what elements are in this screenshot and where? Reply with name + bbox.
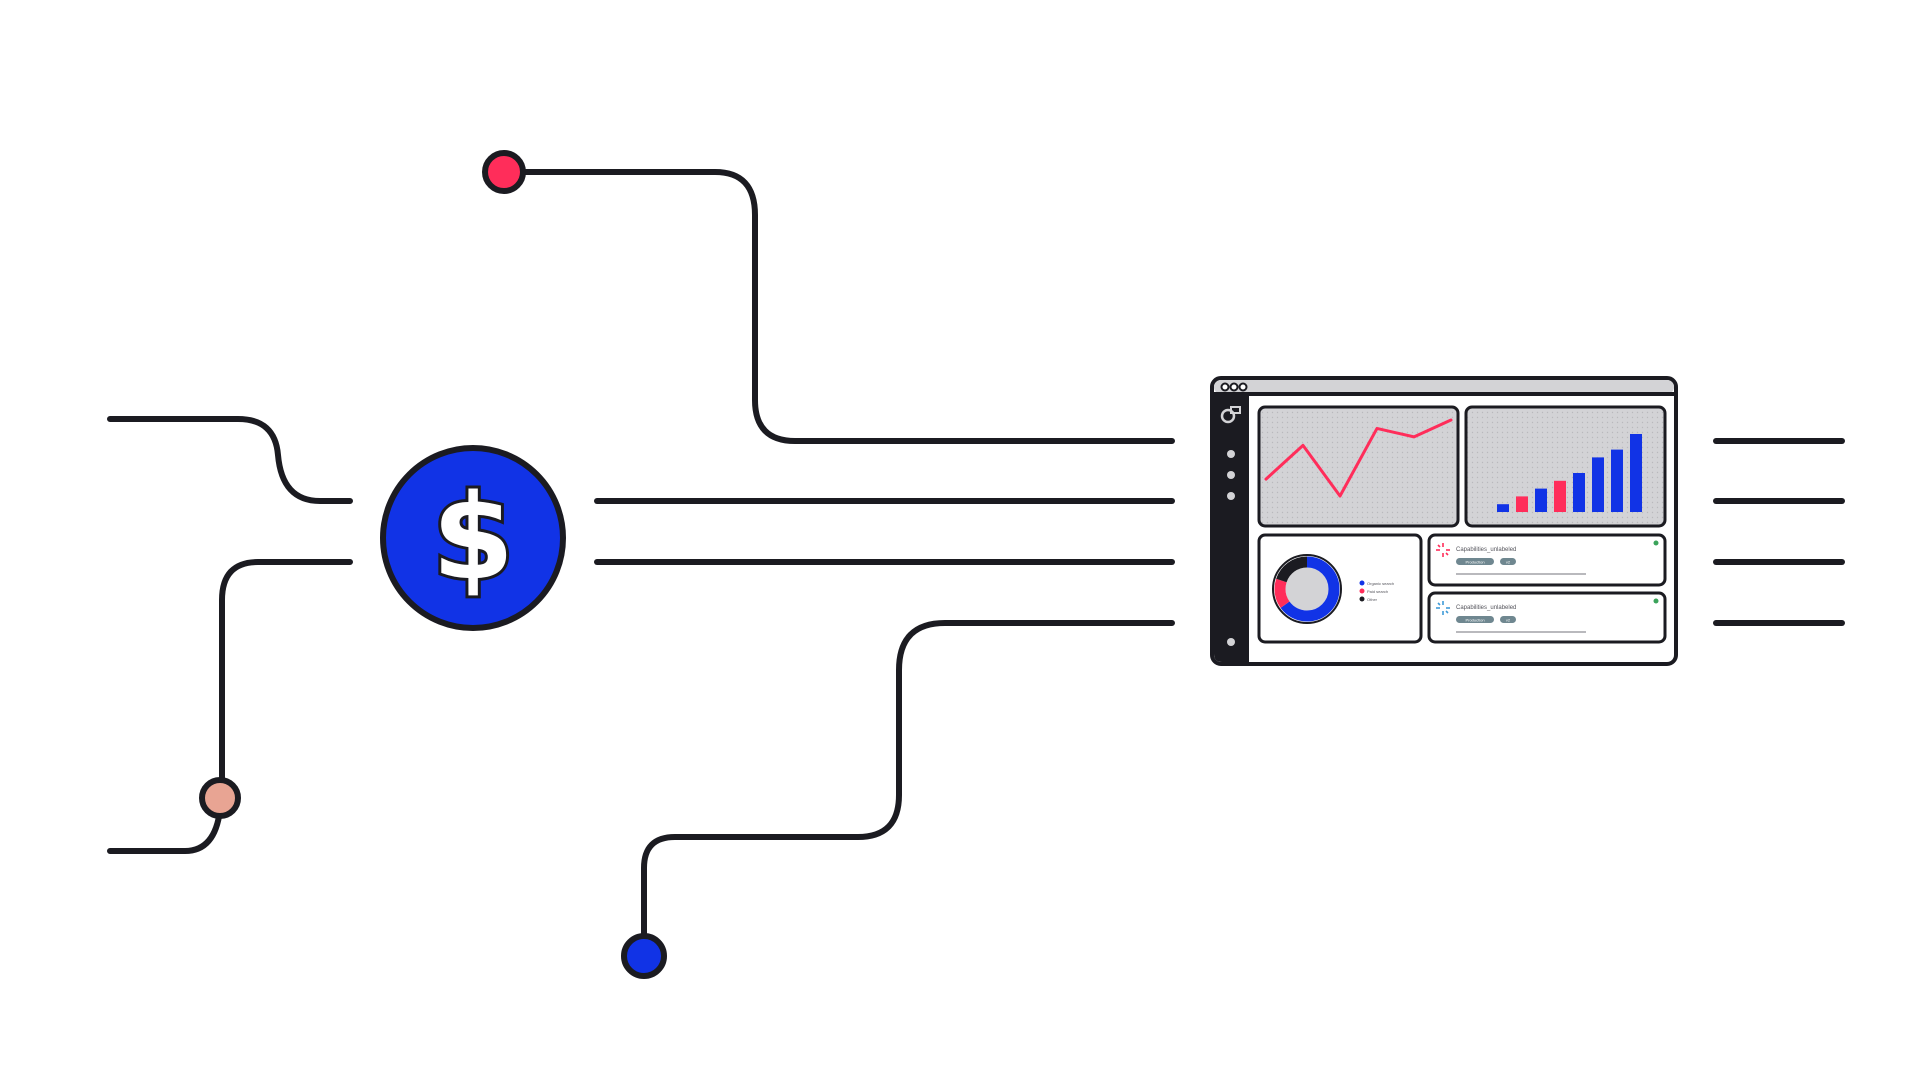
status-dot — [1653, 540, 1659, 546]
window-control-dot[interactable] — [1229, 382, 1239, 392]
sidebar-nav-dot[interactable] — [1227, 471, 1235, 479]
card-description-line — [1456, 573, 1586, 575]
window-titlebar — [1214, 380, 1674, 394]
output-wires — [1713, 438, 1845, 626]
donut-slice — [1274, 556, 1340, 622]
card-title: Capabilities_unlabeled — [1456, 605, 1516, 611]
list-card[interactable]: Capabilities_unlabeled Production v2 — [1427, 533, 1667, 587]
bar-chart-marks — [1497, 434, 1642, 512]
bar — [1554, 480, 1566, 512]
line-series — [1264, 418, 1453, 498]
card-tag-label: v2 — [1506, 618, 1511, 623]
card-description-line — [1456, 631, 1586, 633]
blue-endpoint-dot — [621, 933, 667, 979]
card-title: Capabilities_unlabeled — [1456, 547, 1516, 553]
donut-legend: Organic search Paid search Other — [1359, 580, 1394, 602]
wire-left-top — [107, 416, 353, 504]
donut-chart-panel: Organic search Paid search Other — [1257, 533, 1423, 644]
bar — [1573, 473, 1585, 512]
card-tag — [1456, 616, 1494, 623]
dollar-coin: $ — [380, 445, 566, 631]
coin-circle — [380, 445, 566, 631]
list-card-background — [1427, 591, 1667, 644]
bar — [1611, 449, 1623, 512]
dashboard-sidebar — [1214, 395, 1249, 662]
legend-label: Paid search — [1367, 589, 1388, 594]
legend-label: Other — [1367, 597, 1378, 602]
list-card[interactable]: Capabilities_unlabeled Production v2 — [1427, 591, 1667, 644]
line-chart-panel — [1257, 405, 1460, 528]
bar — [1535, 488, 1547, 512]
card-tag — [1500, 616, 1516, 623]
donut-chart-marks — [1272, 554, 1342, 624]
legend-swatch — [1359, 588, 1365, 594]
wire-blue-dot-route — [641, 620, 1175, 958]
app-logo-icon — [1220, 406, 1241, 424]
sidebar-nav-dot[interactable] — [1227, 492, 1235, 500]
card-tag — [1456, 558, 1494, 565]
donut-slice — [1274, 556, 1340, 622]
line-chart-marks — [1264, 418, 1453, 498]
card-tag-label: v2 — [1506, 560, 1511, 565]
card-tag — [1500, 558, 1516, 565]
line-chart-background — [1257, 405, 1460, 528]
bar — [1516, 496, 1528, 512]
sparkle-icon — [1436, 601, 1450, 615]
status-dot — [1653, 598, 1659, 604]
window-control-dot[interactable] — [1238, 382, 1248, 392]
bar — [1497, 504, 1509, 512]
wire-left-lower — [219, 559, 353, 798]
window-controls — [1220, 382, 1248, 392]
bar-chart-panel — [1464, 405, 1667, 528]
list-card-background — [1427, 533, 1667, 587]
legend-swatch — [1359, 596, 1365, 602]
wire-red-dot-route — [501, 169, 1175, 444]
window-control-dot[interactable] — [1220, 382, 1230, 392]
card-tag-label: Production — [1465, 560, 1484, 565]
sidebar-nav-dot[interactable] — [1227, 450, 1235, 458]
donut-hole — [1285, 567, 1329, 611]
sparkle-icon — [1436, 543, 1450, 557]
dashboard-window: Organic search Paid search Other Capabil… — [1210, 376, 1678, 666]
donut-outline — [1272, 554, 1342, 624]
wire-left-bottom — [107, 807, 223, 854]
peach-endpoint-dot — [199, 777, 241, 819]
legend-swatch — [1359, 580, 1365, 586]
red-endpoint-dot — [482, 150, 526, 194]
legend-label: Organic search — [1367, 581, 1394, 586]
bar — [1592, 457, 1604, 512]
card-tag-label: Production — [1465, 618, 1484, 623]
bar — [1630, 434, 1642, 512]
dollar-sign-icon: $ — [432, 468, 514, 606]
sidebar-settings-dot[interactable] — [1227, 638, 1235, 646]
